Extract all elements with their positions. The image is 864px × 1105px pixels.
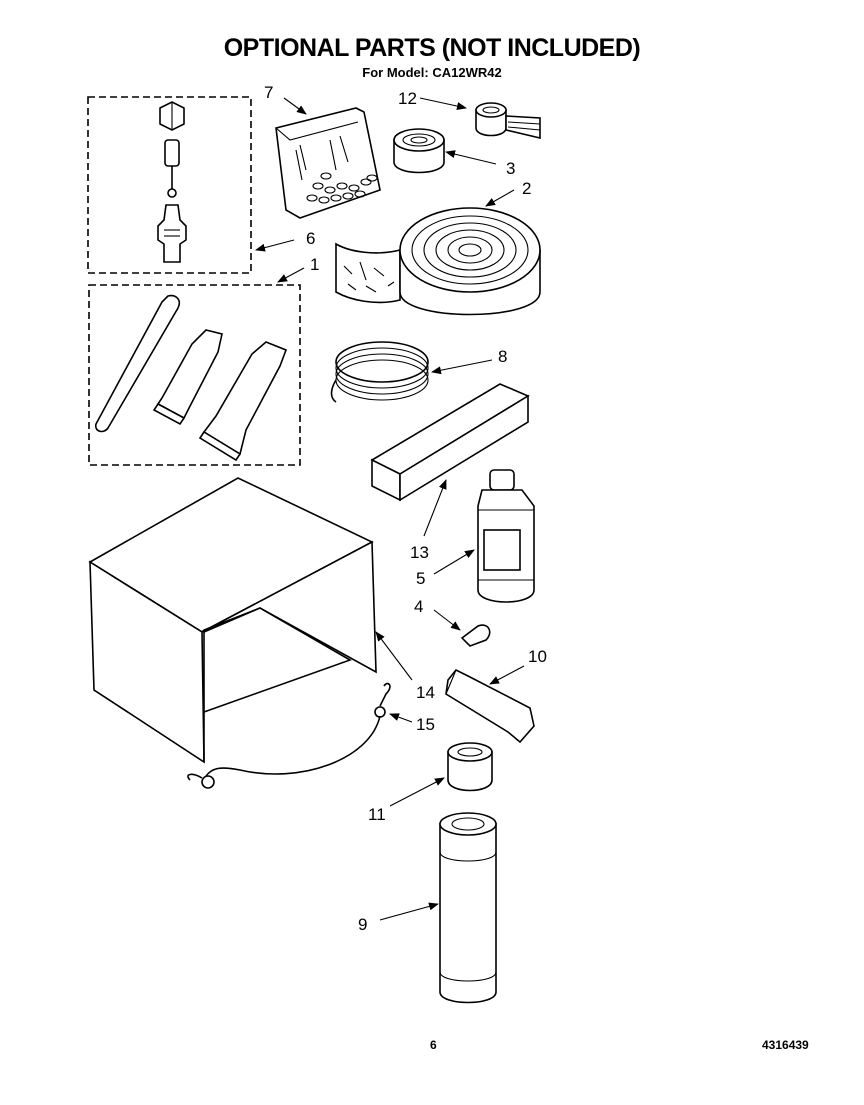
callout-14: 14 (416, 683, 435, 702)
part-4-plug (460, 624, 491, 647)
callout-8: 8 (498, 347, 507, 366)
part-3-foam-tape (393, 128, 445, 174)
document-number: 4316439 (762, 1038, 809, 1052)
callout-4: 4 (414, 597, 423, 616)
part-12-tape-roll (475, 102, 541, 140)
part-1-group-box (88, 284, 301, 466)
part-2-gasket-roll (335, 207, 541, 316)
part-5-bottle (477, 469, 535, 603)
part-11-small-roll (447, 742, 493, 792)
part-9-spray-can (439, 812, 497, 1004)
part-10-tube (445, 668, 535, 744)
callout-7: 7 (264, 83, 273, 102)
callout-13: 13 (410, 543, 429, 562)
callout-2: 2 (522, 179, 531, 198)
part-1-sealant-kit (94, 294, 288, 462)
callout-3: 3 (506, 159, 515, 178)
model-subtitle: For Model: CA12WR42 (362, 65, 502, 80)
page-number: 6 (430, 1038, 437, 1052)
callout-leaders (255, 97, 525, 921)
part-14-cover (88, 477, 377, 764)
part-7-screw-bag (275, 107, 381, 219)
part-6-group-box (87, 96, 252, 274)
part-6-fitting (157, 101, 187, 263)
page-title: OPTIONAL PARTS (NOT INCLUDED) (223, 34, 641, 62)
callout-5: 5 (416, 569, 425, 588)
callout-11: 11 (368, 805, 386, 824)
callout-numbers: 7 12 3 2 6 1 8 13 5 4 10 14 15 11 9 (264, 83, 547, 934)
part-15-cord (187, 682, 391, 789)
part-8-wire-coil (330, 341, 429, 403)
callout-6: 6 (306, 229, 315, 248)
part-13-foam-strip (370, 383, 530, 502)
callout-9: 9 (358, 915, 367, 934)
callout-10: 10 (528, 647, 547, 666)
callout-15: 15 (416, 715, 435, 734)
callout-12: 12 (398, 89, 417, 108)
callout-1: 1 (310, 255, 319, 274)
